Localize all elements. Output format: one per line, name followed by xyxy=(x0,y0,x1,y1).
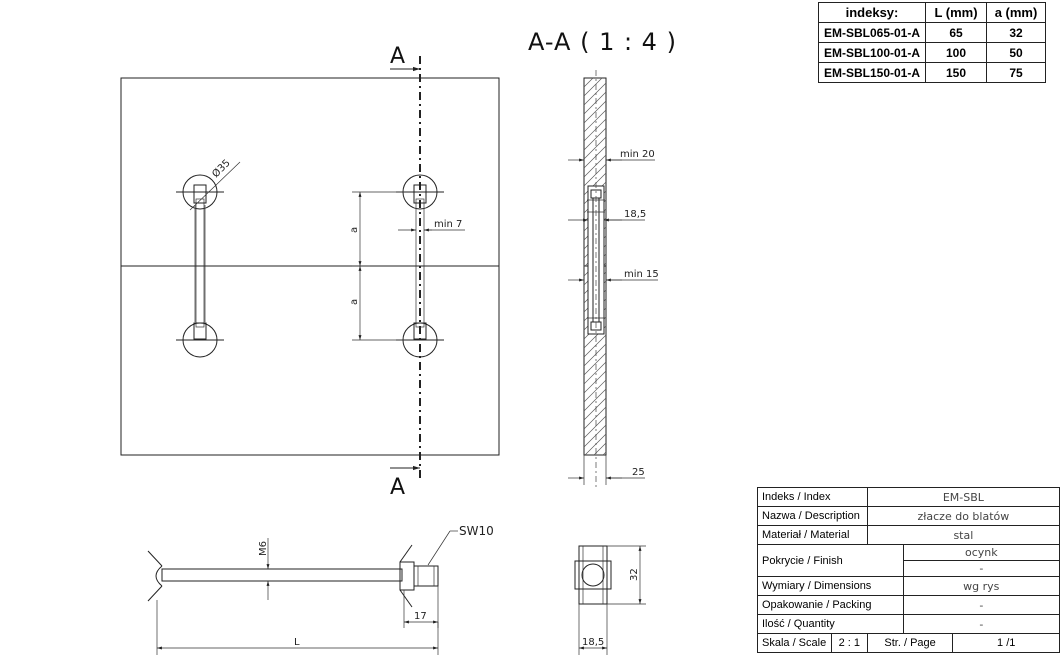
hatch-line xyxy=(583,109,607,133)
table-row: EM-SBL150-01-A 150 75 xyxy=(818,62,1046,83)
hatch-line xyxy=(583,361,607,385)
title-row-scale: Skala / Scale 2 : 1 Str. / Page 1 /1 xyxy=(757,633,1060,653)
index-value: EM-SBL xyxy=(866,487,1061,507)
table-cell: EM-SBL065-01-A xyxy=(818,22,926,43)
hatch-line xyxy=(583,91,607,115)
table-cell: 100 xyxy=(925,42,987,63)
nut-view: 32 18,5 xyxy=(574,545,646,655)
table-cell: 65 xyxy=(925,22,987,43)
index-label: Indeks / Index xyxy=(757,487,868,507)
hatch-line xyxy=(583,127,607,151)
dim-min7: min 7 xyxy=(434,219,462,230)
dim-18-5-bottom: 18,5 xyxy=(582,637,604,648)
index-header-cell: a (mm) xyxy=(986,2,1046,23)
label-sw10: SW10 xyxy=(459,524,494,538)
title-block: Indeks / Index EM-SBL Nazwa / Descriptio… xyxy=(757,487,1061,653)
index-header-cell: L (mm) xyxy=(925,2,987,23)
material-value: stal xyxy=(866,525,1061,545)
finish-label: Pokrycie / Finish xyxy=(757,544,904,577)
scale-value: 2 : 1 xyxy=(830,633,868,653)
plan-view: A A Ø35 xyxy=(120,44,500,500)
title-row-description: Nazwa / Description złacze do blatów xyxy=(757,506,1061,526)
quantity-label: Ilość / Quantity xyxy=(757,614,904,634)
dim-32: 32 xyxy=(629,568,640,581)
hatch-line xyxy=(583,370,607,394)
hatch-line xyxy=(583,352,607,376)
index-table: indeksy: L (mm) a (mm) EM-SBL065-01-A 65… xyxy=(818,2,1046,83)
dim-min20: min 20 xyxy=(620,149,655,160)
dim-25: 25 xyxy=(632,467,645,478)
table-cell: EM-SBL100-01-A xyxy=(818,42,926,63)
title-row-material: Materiał / Material stal xyxy=(757,525,1061,545)
hatch-line xyxy=(583,77,603,97)
material-label: Materiał / Material xyxy=(757,525,868,545)
packing-value: - xyxy=(902,595,1061,615)
dim-m6: M6 xyxy=(258,541,269,556)
scale-label: Skala / Scale xyxy=(757,633,832,653)
dim-L: L xyxy=(294,637,300,648)
page-label: Str. / Page xyxy=(866,633,954,653)
dim-17: 17 xyxy=(414,611,427,622)
packing-label: Opakowanie / Packing xyxy=(757,595,904,615)
section-view: A-A ( 1 : 4 ) min 20 18,5 min 15 xyxy=(528,28,677,490)
hatch-line xyxy=(583,415,607,439)
index-header-cell: indeksy: xyxy=(818,2,926,23)
title-row-packing: Opakowanie / Packing - xyxy=(757,595,1061,615)
hatch-line xyxy=(583,163,607,187)
hatch-line xyxy=(583,388,607,412)
description-label: Nazwa / Description xyxy=(757,506,868,526)
hatch-line xyxy=(583,334,607,358)
table-row: EM-SBL065-01-A 65 32 xyxy=(818,22,1046,43)
hatch-line xyxy=(583,406,607,430)
hatch-line xyxy=(584,433,607,456)
quantity-value: - xyxy=(902,614,1061,634)
description-value: złacze do blatów xyxy=(866,506,1061,526)
title-row-finish: Pokrycie / Finish ocynk xyxy=(757,544,1061,577)
hatch-line xyxy=(583,100,607,124)
hatch-line xyxy=(583,136,607,160)
dim-min15: min 15 xyxy=(624,269,659,280)
index-table-header: indeksy: L (mm) a (mm) xyxy=(818,2,1046,23)
diameter-label: Ø35 xyxy=(210,157,233,180)
finish-value-1: ocynk xyxy=(902,544,1061,561)
diameter-leader xyxy=(189,161,241,211)
finish-value-2: - xyxy=(902,560,1061,577)
hatch-line xyxy=(583,397,607,421)
hatch-line xyxy=(583,77,594,88)
hatch-line xyxy=(583,379,607,403)
title-row-index: Indeks / Index EM-SBL xyxy=(757,487,1061,507)
title-row-dimensions: Wymiary / Dimensions wg rys xyxy=(757,576,1061,596)
hatch-line xyxy=(583,145,607,169)
left-connector xyxy=(176,174,224,358)
hatch-line xyxy=(583,343,607,367)
title-row-quantity: Ilość / Quantity - xyxy=(757,614,1061,634)
table-row: EM-SBL100-01-A 100 50 xyxy=(818,42,1046,63)
dimensions-label: Wymiary / Dimensions xyxy=(757,576,904,596)
section-mark-top: A xyxy=(390,44,405,69)
dimensions-value: wg rys xyxy=(902,576,1061,596)
hatch-line xyxy=(583,424,607,448)
dim-a-upper: a xyxy=(349,227,360,233)
bolt-side-view: M6 SW10 17 L xyxy=(147,524,494,655)
hatch-line xyxy=(602,451,607,456)
table-cell: 32 xyxy=(986,22,1046,43)
section-title: A-A ( 1 : 4 ) xyxy=(528,28,677,56)
table-cell: EM-SBL150-01-A xyxy=(818,62,926,83)
table-cell: 150 xyxy=(925,62,987,83)
dim-18-5: 18,5 xyxy=(624,209,646,220)
dim-a-lower: a xyxy=(349,299,360,305)
hatch-line xyxy=(583,154,607,178)
page-value: 1 /1 xyxy=(952,633,1060,653)
table-cell: 50 xyxy=(986,42,1046,63)
hatch-line xyxy=(583,82,607,106)
section-mark-bottom: A xyxy=(390,475,405,500)
hatch-line xyxy=(583,118,607,142)
table-cell: 75 xyxy=(986,62,1046,83)
